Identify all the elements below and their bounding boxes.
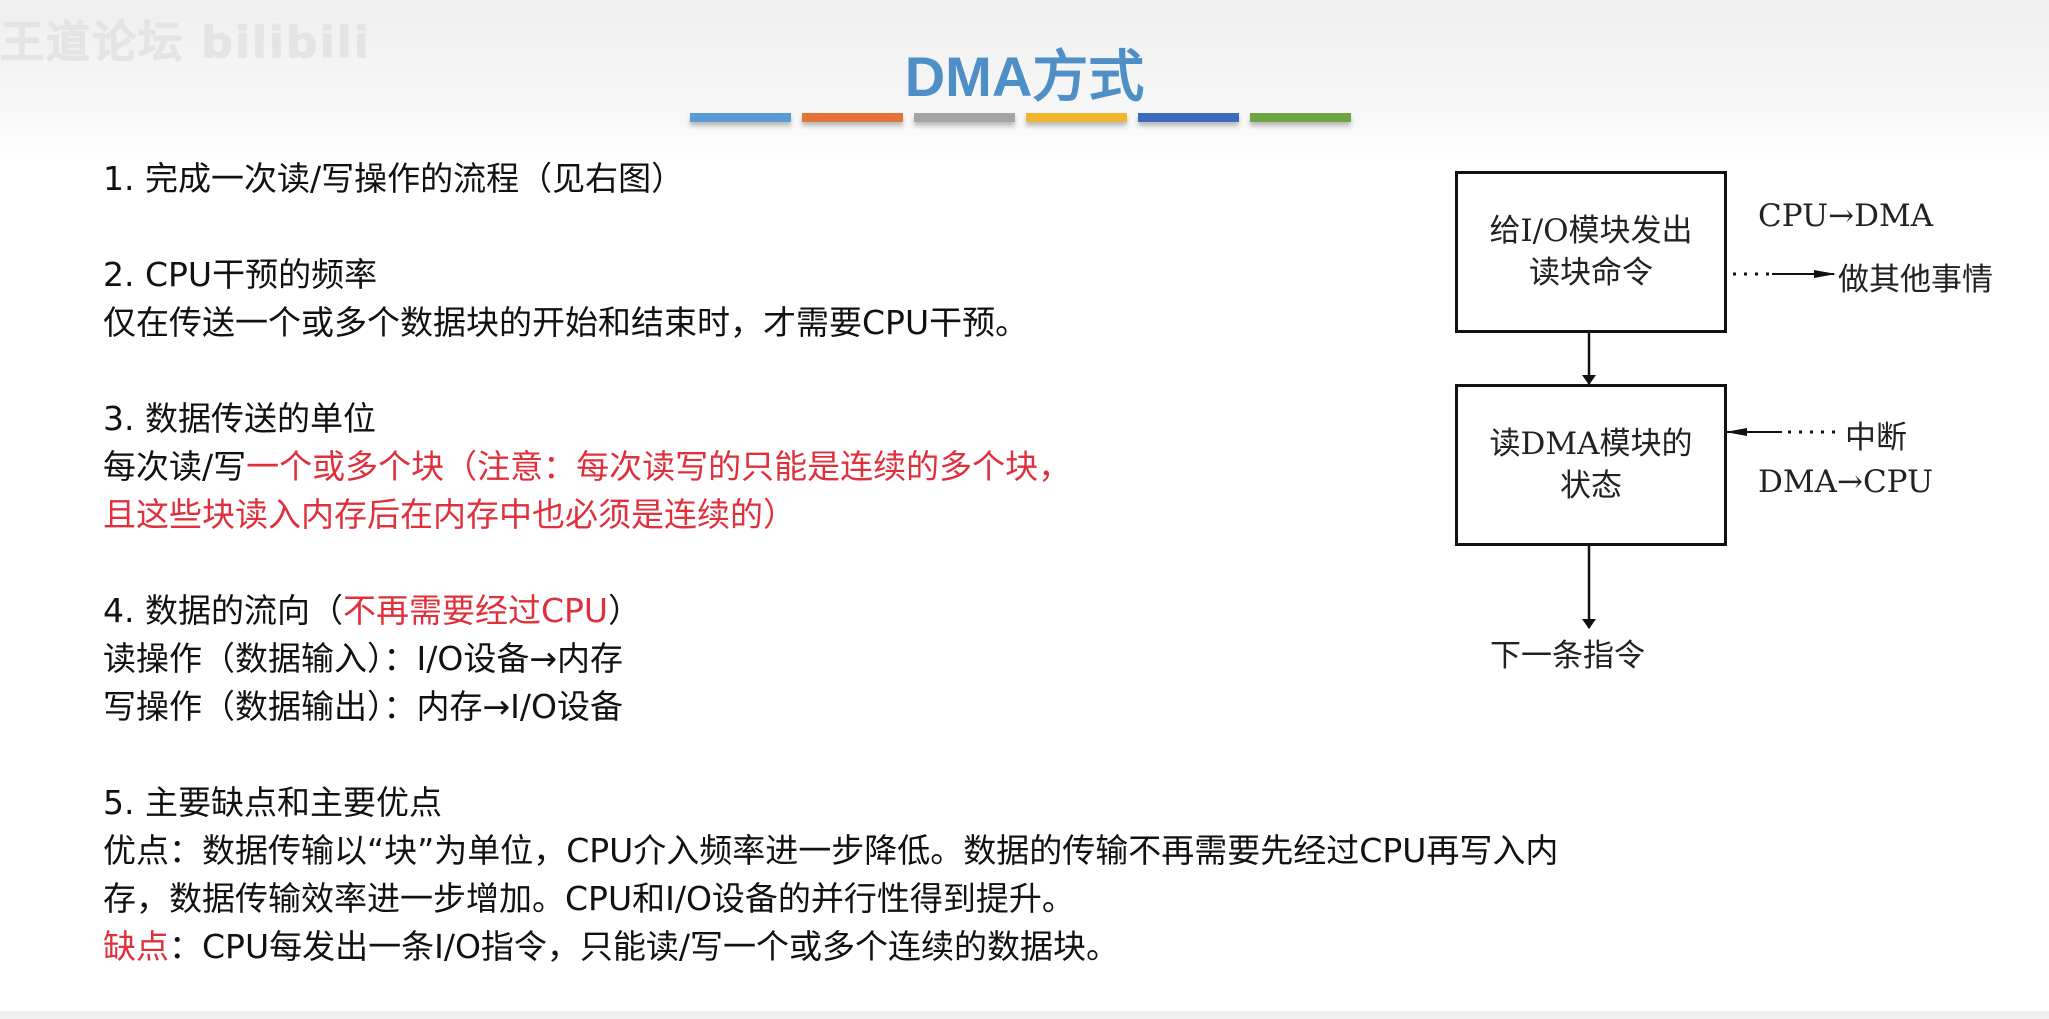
- flow-box-read-dma-status: 读DMA模块的 状态: [1455, 384, 1727, 546]
- watermark: 王道论坛 bilibili: [0, 17, 371, 68]
- section-3-body-line1: 每次读/写一个或多个块（注意：每次读写的只能是连续的多个块，: [103, 443, 2003, 491]
- section-3: 3. 数据传送的单位 每次读/写一个或多个块（注意：每次读写的只能是连续的多个块…: [103, 395, 2003, 539]
- section-3-heading: 3. 数据传送的单位: [103, 399, 376, 438]
- section-1-heading: 1. 完成一次读/写操作的流程（见右图）: [103, 159, 685, 198]
- section-4: 4. 数据的流向（不再需要经过CPU） 读操作（数据输入）：I/O设备→内存 写…: [103, 587, 2003, 731]
- color-bar-3: [914, 113, 1015, 122]
- section-3-body-prefix: 每次读/写: [103, 447, 247, 486]
- color-bar-2: [802, 113, 903, 122]
- slide-title: DMA方式: [904, 45, 1145, 108]
- flow-box-issue-read-command: 给I/O模块发出 读块命令: [1455, 171, 1727, 333]
- box1-line2: 读块命令: [1528, 255, 1653, 291]
- section-4-heading-highlight: 不再需要经过CPU: [342, 591, 609, 630]
- section-4-heading-suffix: ）: [608, 591, 642, 630]
- section-4-heading: 4. 数据的流向（不再需要经过CPU）: [103, 587, 2003, 635]
- section-2-heading: 2. CPU干预的频率: [103, 255, 378, 294]
- box2-line1: 读DMA模块的: [1489, 426, 1693, 462]
- section-5-cons-text: ：CPU每发出一条I/O指令，只能读/写一个或多个连续的数据块。: [169, 927, 1120, 966]
- color-bar-5: [1138, 113, 1239, 122]
- section-1: 1. 完成一次读/写操作的流程（见右图）: [103, 155, 2003, 203]
- section-5-pros-line2: 存，数据传输效率进一步增加。CPU和I/O设备的并行性得到提升。: [103, 879, 1075, 918]
- section-2-body: 仅在传送一个或多个数据块的开始和结束时，才需要CPU干预。: [103, 303, 1029, 342]
- color-bar-1: [690, 113, 791, 122]
- section-5-cons-label: 缺点: [103, 927, 169, 966]
- color-bar-4: [1026, 113, 1127, 122]
- section-3-body-line2: 且这些块读入内存后在内存中也必须是连续的）: [103, 495, 796, 534]
- color-bar-6: [1250, 113, 1351, 122]
- section-4-write-line: 写操作（数据输出）：内存→I/O设备: [103, 687, 623, 726]
- section-5-cons: 缺点：CPU每发出一条I/O指令，只能读/写一个或多个连续的数据块。: [103, 923, 2003, 971]
- title-color-bars: [690, 113, 1351, 122]
- section-5-heading: 5. 主要缺点和主要优点: [103, 783, 442, 822]
- section-4-read-line: 读操作（数据输入）：I/O设备→内存: [103, 639, 623, 678]
- section-4-heading-prefix: 4. 数据的流向（: [103, 591, 343, 630]
- section-5-pros-line1: 优点：数据传输以“块”为单位，CPU介入频率进一步降低。数据的传输不再需要先经过…: [103, 831, 1559, 870]
- section-2: 2. CPU干预的频率 仅在传送一个或多个数据块的开始和结束时，才需要CPU干预…: [103, 251, 2003, 347]
- box2-line2: 状态: [1559, 468, 1622, 504]
- section-3-body-highlight: 一个或多个块（注意：每次读写的只能是连续的多个块，: [246, 447, 1072, 486]
- slide-body: 1. 完成一次读/写操作的流程（见右图） 2. CPU干预的频率 仅在传送一个或…: [103, 155, 2003, 1019]
- box1-line1: 给I/O模块发出: [1489, 213, 1693, 249]
- section-5: 5. 主要缺点和主要优点 优点：数据传输以“块”为单位，CPU介入频率进一步降低…: [103, 779, 2003, 971]
